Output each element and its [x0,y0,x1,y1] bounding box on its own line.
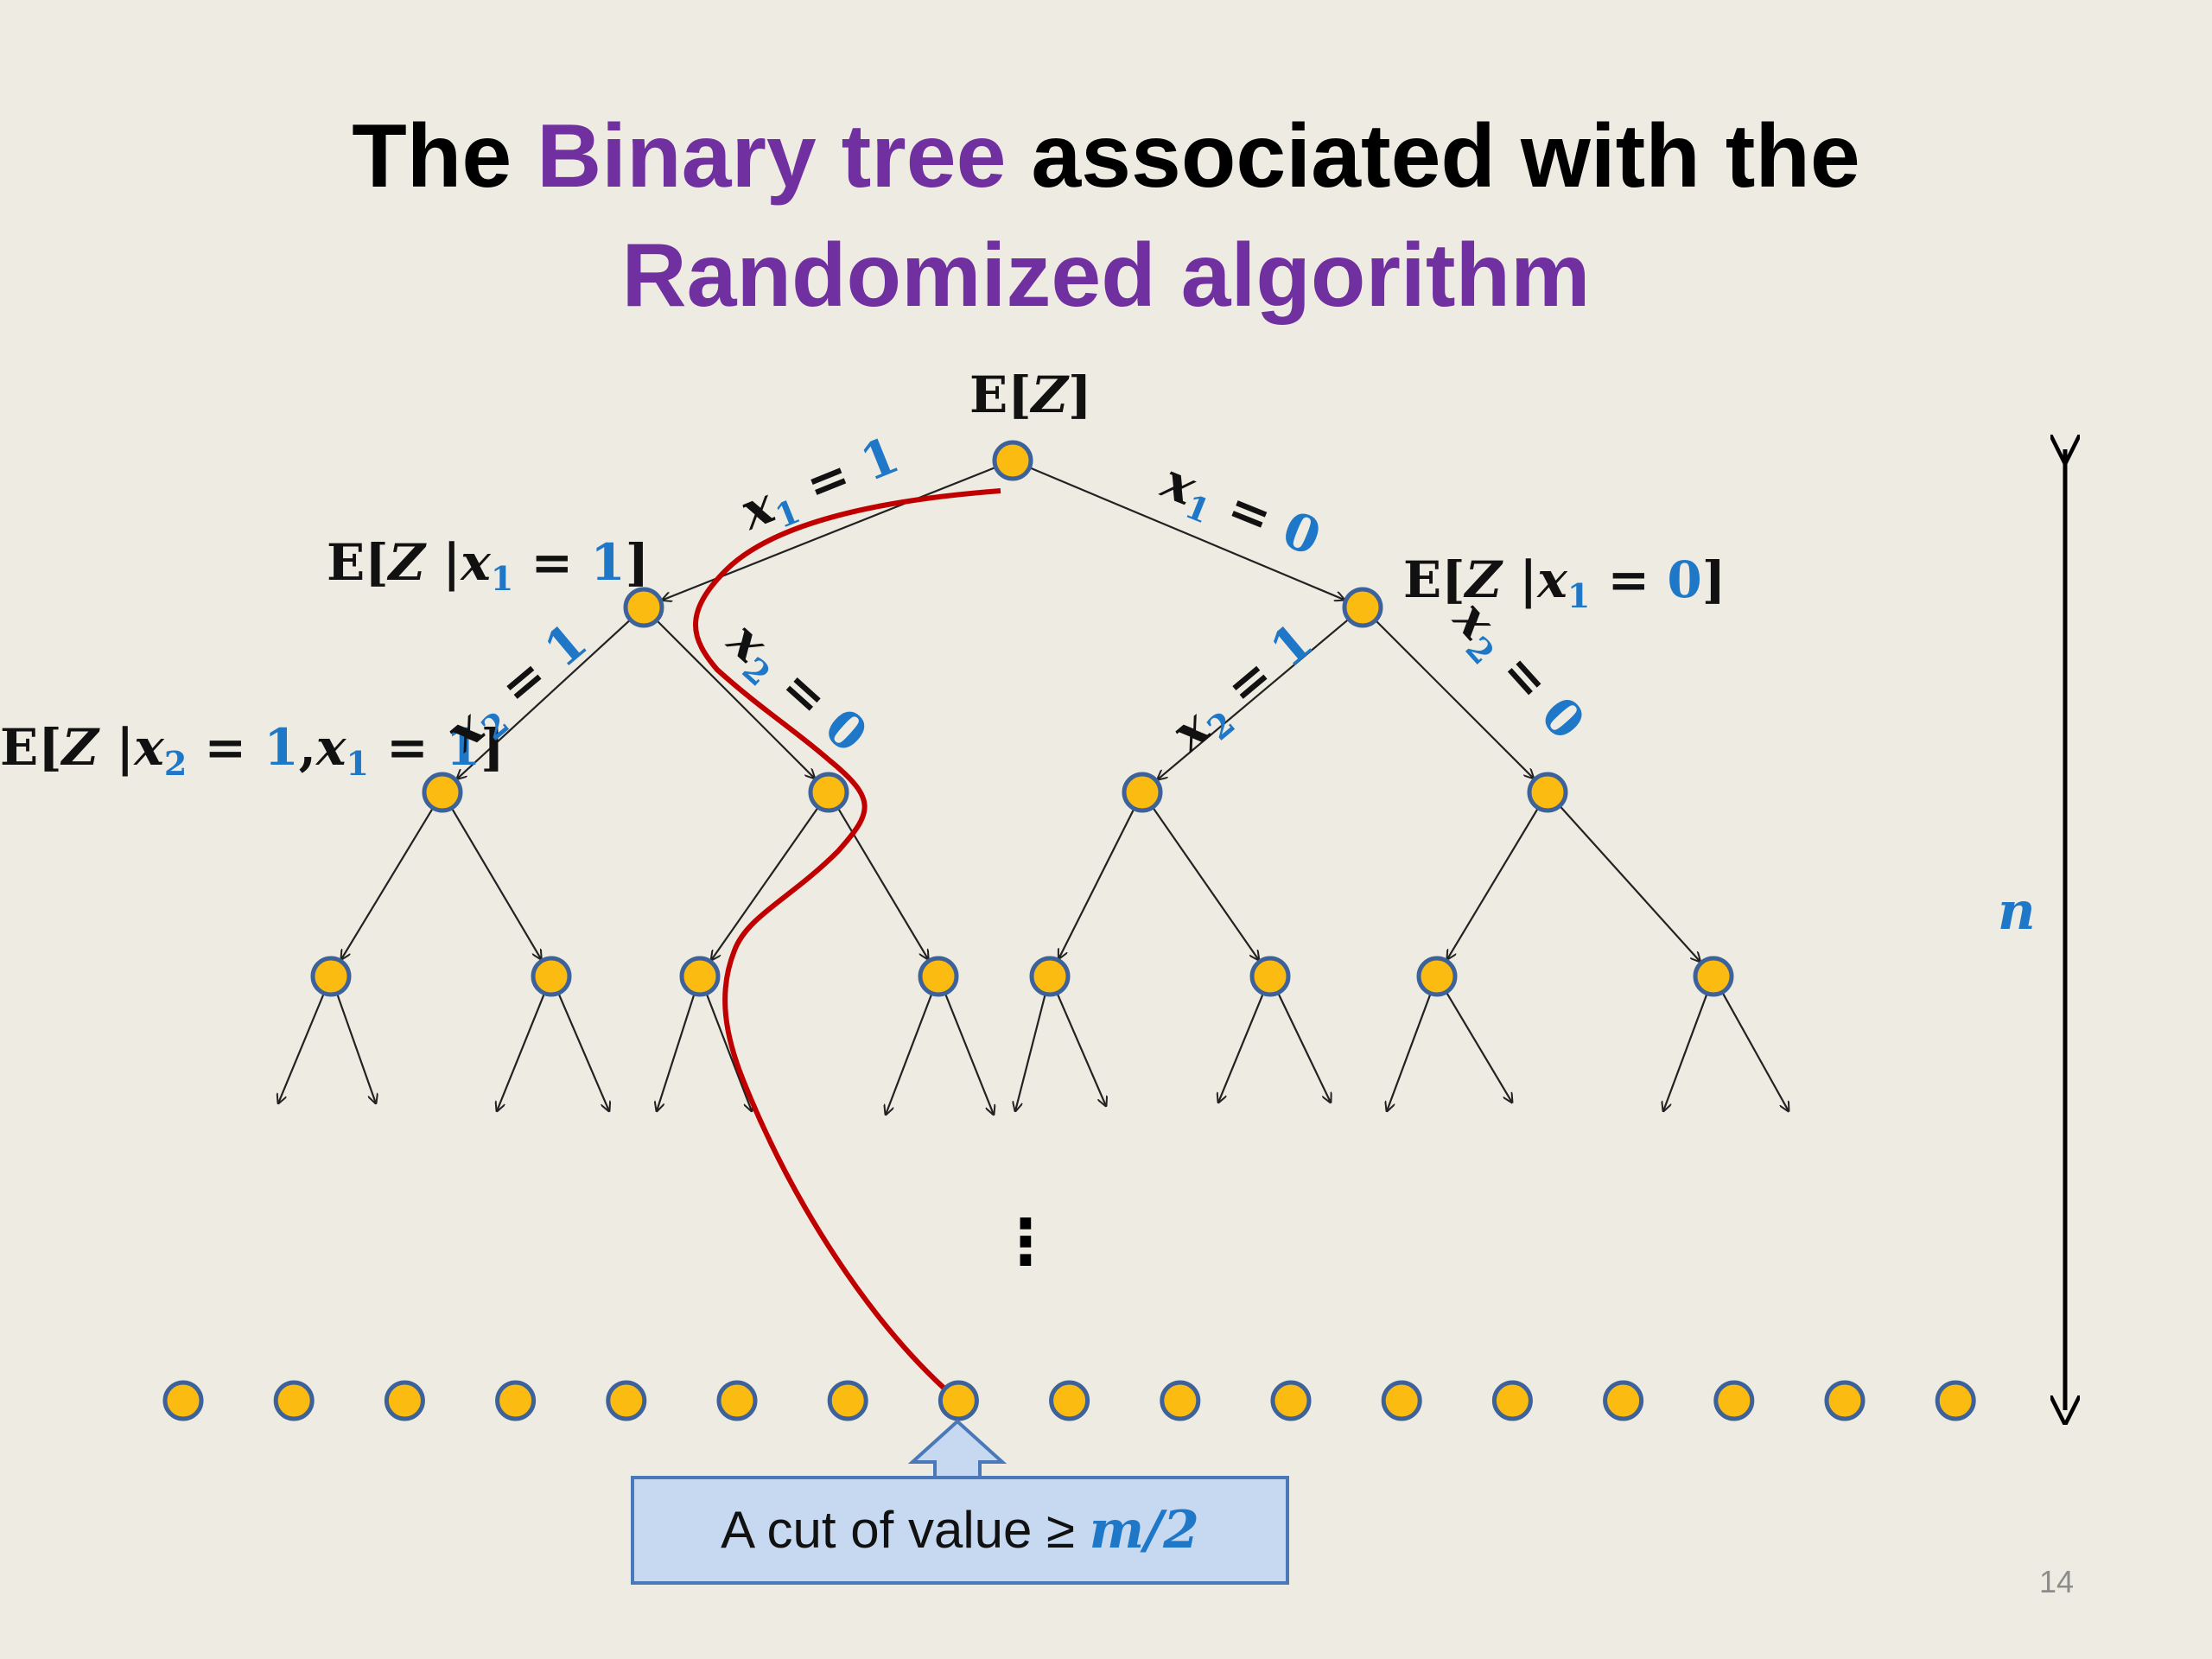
tree-node [1029,956,1071,997]
tree-node [1249,956,1291,997]
leaf-node [495,1380,537,1421]
tree-edge [451,809,542,959]
cut-value-callout: A cut of value ≥ m/2 [631,1476,1289,1585]
title-binary-tree: Binary tree [537,106,1007,207]
tree-stub-edge [1057,994,1106,1106]
label-right-expectation: E[Z |x1 = 0] [1403,550,1726,615]
title-randomized-algorithm: Randomized algorithm [621,226,1591,326]
leaf-node [1160,1380,1201,1421]
tree-edge [1030,467,1344,600]
tree-node [623,587,664,628]
tree-node [679,956,721,997]
tree-node [808,772,849,813]
tree-node [422,772,463,813]
leaf-node [1824,1380,1866,1421]
up-arrow-callout [907,1419,1007,1481]
tree-stub-edge [1218,994,1264,1103]
leaf-node [1935,1380,1976,1421]
cut-value-text: A cut of value ≥ [721,1501,1090,1559]
leaf-node [1603,1380,1644,1421]
tree-edges [278,467,1789,1115]
leaf-node [606,1380,647,1421]
leaf-node [1491,1380,1533,1421]
tree-stub-edge [1015,995,1046,1111]
tree-edge [711,808,818,960]
tree-stub-edge [558,994,609,1111]
tree-node [992,440,1033,481]
leaf-node [384,1380,425,1421]
chosen-path [693,488,1001,1390]
title-line1-post: associated with the [1006,106,1860,207]
tree-stub-edge [336,995,376,1103]
tree-edge [457,620,630,779]
tree-node [1122,772,1163,813]
label-leftleft-expectation: E[Z |x2 = 1,x1 = 1] [0,718,505,783]
tree-stub-edge [497,994,545,1111]
tree-node [918,956,959,997]
tree-height-label: n [1998,881,2036,942]
tree-stub-edge [1722,993,1789,1111]
leaf-node [1381,1380,1422,1421]
tree-node [310,956,352,997]
tree-stub-edge [1387,995,1432,1111]
tree-stub-edge [1277,994,1331,1103]
cut-value-math: m/2 [1089,1500,1199,1560]
leaf-node [162,1380,204,1421]
leaf-node [716,1380,758,1421]
leaf-node [273,1380,315,1421]
leaf-node [827,1380,868,1421]
tree-stub-edge [657,995,696,1111]
tree-nodes [310,440,1734,997]
tree-edge [657,620,814,778]
tree-edge [1158,619,1349,779]
label-left-expectation: E[Z |x1 = 1] [327,533,650,598]
tree-edge [1560,806,1700,962]
tree-edge [1153,808,1259,960]
tree-edge [1376,620,1533,778]
slide-title: The Binary tree associated with the Rand… [0,97,2212,335]
tree-stub-edge [706,995,752,1111]
leaf-node [938,1380,979,1421]
tree-stub-edge [1663,995,1708,1111]
tree-node [1693,956,1734,997]
tree-node [531,956,572,997]
tree-node [1527,772,1568,813]
title-line1-pre: The [352,106,537,207]
leaf-node [1713,1380,1755,1421]
tree-node [1342,587,1383,628]
leaf-node [1049,1380,1090,1421]
tree-stub-edge [886,995,932,1115]
tree-stub-edge [944,994,994,1115]
tree-stub-edge [1446,993,1512,1103]
tree-edge [1447,809,1539,960]
tree-node [1416,956,1458,997]
tree-edge [1058,810,1135,959]
tree-stub-edge [278,994,325,1103]
leaf-row [162,1380,1976,1421]
tree-edge [341,809,434,960]
vertical-ellipsis: ⋮ [995,1205,1057,1278]
leaf-node [1270,1380,1312,1421]
page-number: 14 [2039,1564,2075,1599]
label-root-expectation: E[Z] [969,365,1092,424]
